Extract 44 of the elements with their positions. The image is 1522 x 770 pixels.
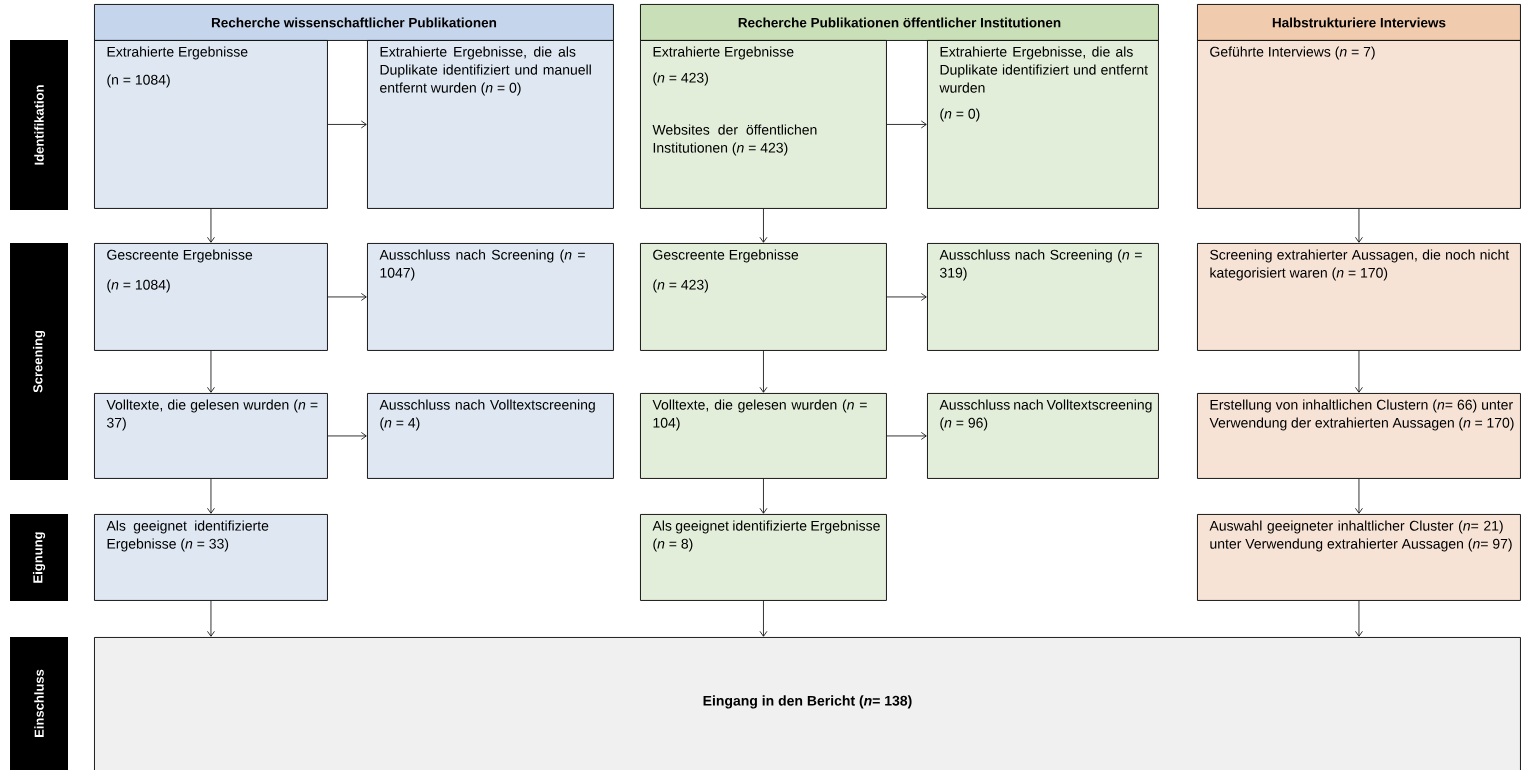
arrow bbox=[886, 120, 927, 129]
column-header: Recherche wissenschaftlicher Publikationen bbox=[94, 4, 614, 41]
result-box: Eingang in den Bericht (n= 138) bbox=[94, 637, 1521, 770]
arrow bbox=[207, 350, 215, 393]
process-box: Screening extrahierter Aussagen, die noch nicht kategorisiert waren (n = 170) bbox=[1197, 243, 1521, 351]
process-box: Geführte Interviews (n = 7) bbox=[1197, 40, 1521, 209]
process-box: Gescreente Ergebnisse (n = 1084) bbox=[94, 243, 328, 351]
phase-label: Eignung bbox=[10, 514, 68, 601]
arrow bbox=[759, 208, 768, 243]
arrow bbox=[207, 478, 215, 514]
arrow bbox=[759, 478, 768, 514]
arrow bbox=[886, 432, 927, 440]
process-box: Volltexte, die gelesen wurden (n = 37) bbox=[94, 393, 328, 479]
process-box: Extrahierte Ergebnisse, die als Duplikate identifiziert und entfernt wurden (n = 0) bbox=[927, 40, 1159, 209]
phase-label: Identifikation bbox=[10, 40, 68, 210]
arrow bbox=[327, 293, 367, 301]
process-box: Als geeignet identifizierte Ergebnisse (n = 33) bbox=[94, 514, 328, 601]
arrow bbox=[1355, 600, 1363, 637]
process-box: Erstellung von inhaltlichen Clustern (n= 66) unter Verwendung der extrahierten Aussagen (n = 170) bbox=[1197, 393, 1521, 479]
arrow bbox=[1355, 208, 1363, 243]
process-box: Auswahl geeigneter inhaltlicher Cluster (n= 21) unter Verwendung extrahierter Aussagen (n= 97) bbox=[1197, 514, 1521, 601]
arrow bbox=[759, 350, 768, 393]
process-box: Ausschluss nach Volltextscreening (n = 96) bbox=[927, 393, 1159, 479]
arrow bbox=[327, 120, 367, 129]
process-box: Ausschluss nach Volltextscreening (n = 4) bbox=[367, 393, 614, 479]
arrow bbox=[207, 600, 215, 637]
process-box: Ausschluss nach Screening (n = 1047) bbox=[367, 243, 614, 351]
process-box: Gescreente Ergebnisse (n = 423) bbox=[640, 243, 887, 351]
arrow bbox=[759, 600, 768, 637]
phase-label: Einschluss bbox=[10, 637, 68, 770]
process-box: Extrahierte Ergebnisse, die als Duplikate identifiziert und manuell entfernt wurden (n = 0) bbox=[367, 40, 614, 209]
phase-label: Screening bbox=[10, 243, 68, 480]
arrow bbox=[1355, 478, 1363, 514]
arrow bbox=[886, 293, 927, 301]
process-box: Extrahierte Ergebnisse (n = 1084) bbox=[94, 40, 328, 209]
process-box: Extrahierte Ergebnisse (n = 423) Websites der öffentlichen Institutionen (n = 423) bbox=[640, 40, 887, 209]
column-header: Recherche Publikationen öffentlicher Institutionen bbox=[640, 4, 1159, 41]
process-box: Als geeignet identifizierte Ergebnisse (n = 8) bbox=[640, 514, 887, 601]
process-box: Volltexte, die gelesen wurden (n = 104) bbox=[640, 393, 887, 479]
arrow bbox=[1355, 350, 1363, 393]
column-header: Halbstrukturiere Interviews bbox=[1197, 4, 1521, 41]
arrow bbox=[207, 208, 215, 243]
arrow bbox=[327, 432, 367, 440]
process-box: Ausschluss nach Screening (n = 319) bbox=[927, 243, 1159, 351]
